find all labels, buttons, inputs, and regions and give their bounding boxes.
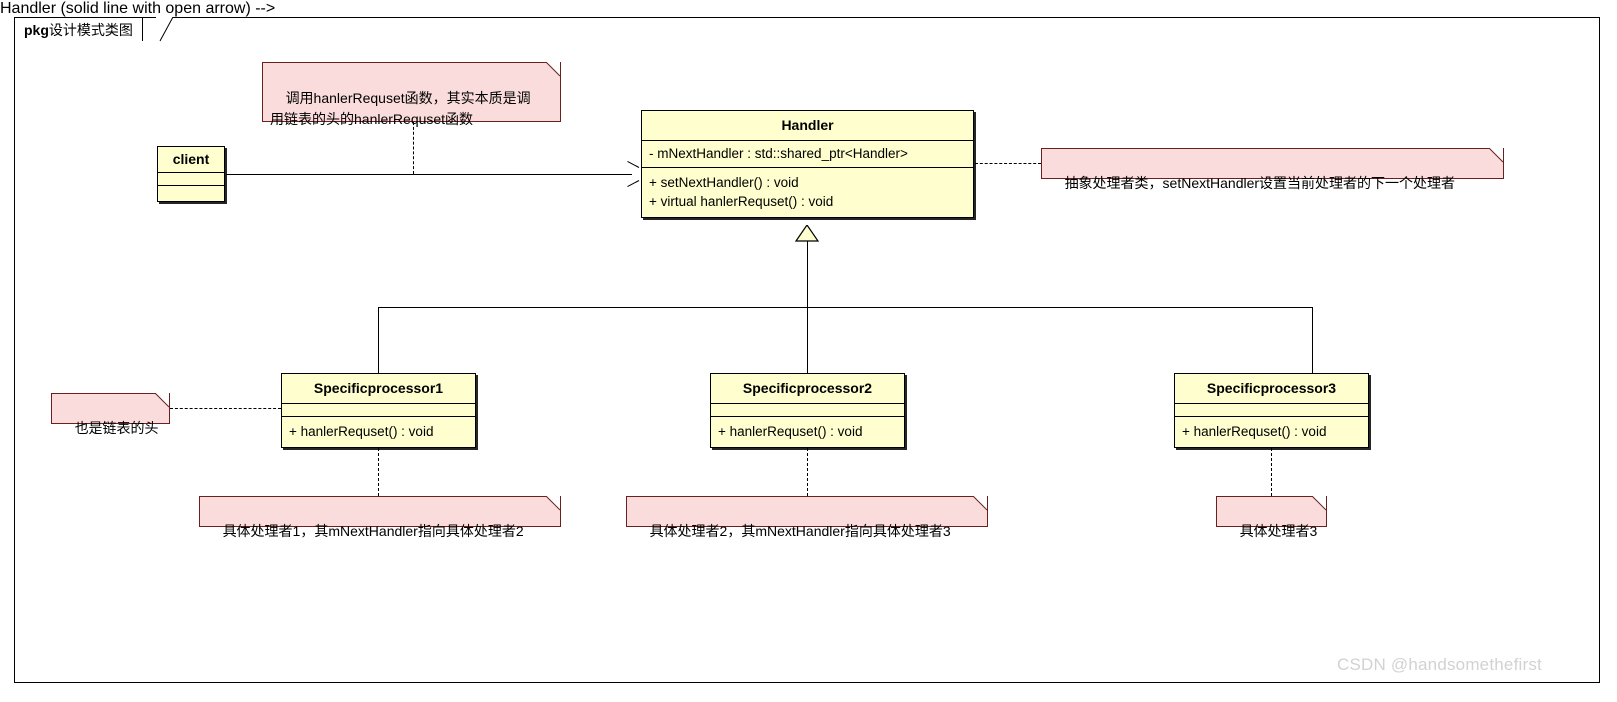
note-fold-icon <box>546 496 561 511</box>
class-method-row: + hanlerRequset() : void <box>1182 424 1327 439</box>
note-processor1-left-text: 也是链表的头 <box>74 420 159 436</box>
note-handler-text: 抽象处理者类，setNextHandler设置当前处理者的下一个处理者 <box>1064 175 1456 191</box>
class-title-handler: Handler <box>642 111 973 141</box>
note-processor2: 具体处理者2，其mNextHandler指向具体处理者3 <box>626 496 988 539</box>
class-box-specificprocessor2[interactable]: Specificprocessor2 + hanlerRequset() : v… <box>710 373 905 448</box>
class-attributes-specificprocessor3 <box>1175 404 1368 417</box>
package-tab: pkg设计模式类图 <box>14 17 143 41</box>
class-methods-specificprocessor2: + hanlerRequset() : void <box>711 417 904 447</box>
class-methods-handler: + setNextHandler() : void + virtual hanl… <box>642 168 973 217</box>
class-attributes-client <box>158 173 224 186</box>
generalization-arrowhead <box>795 225 820 242</box>
package-keyword: pkg <box>24 22 49 38</box>
watermark: CSDN @handsomethefirst <box>1337 655 1542 674</box>
class-methods-client <box>158 186 224 198</box>
note-processor1: 具体处理者1，其mNextHandler指向具体处理者2 <box>199 496 561 539</box>
class-box-specificprocessor3[interactable]: Specificprocessor3 + hanlerRequset() : v… <box>1174 373 1369 448</box>
class-method-row: + hanlerRequset() : void <box>289 424 434 439</box>
class-title-specificprocessor2: Specificprocessor2 <box>711 374 904 404</box>
class-title-specificprocessor3: Specificprocessor3 <box>1175 374 1368 404</box>
package-tab-slant <box>156 17 174 42</box>
note-processor2-text: 具体处理者2，其mNextHandler指向具体处理者3 <box>649 523 951 539</box>
note-fold-icon <box>1489 148 1504 163</box>
note-fold-icon <box>155 393 170 408</box>
generalization-drop-1 <box>378 307 379 373</box>
class-methods-specificprocessor3: + hanlerRequset() : void <box>1175 417 1368 447</box>
note-fold-icon <box>973 496 988 511</box>
generalization-drop-3 <box>1312 307 1313 373</box>
connector-client-note-anchor <box>413 122 414 174</box>
arrowhead-client-to-handler <box>626 167 638 181</box>
class-attribute-row: - mNextHandler : std::shared_ptr<Handler… <box>649 146 908 161</box>
class-box-client[interactable]: client <box>157 146 225 202</box>
connector-processor1-note-anchor <box>378 448 379 496</box>
connector-client-to-handler <box>226 174 632 175</box>
connector-left-note-anchor <box>170 408 281 409</box>
class-box-specificprocessor1[interactable]: Specificprocessor1 + hanlerRequset() : v… <box>281 373 476 448</box>
class-method-row: + hanlerRequset() : void <box>718 424 863 439</box>
class-title-client: client <box>158 147 224 173</box>
class-title-specificprocessor1: Specificprocessor1 <box>282 374 475 404</box>
generalization-bus <box>378 307 1313 308</box>
connector-handler-note-anchor <box>975 163 1041 164</box>
note-processor3-text: 具体处理者3 <box>1239 523 1318 539</box>
class-method-row: + virtual hanlerRequset() : void <box>649 194 834 209</box>
note-handler: 抽象处理者类，setNextHandler设置当前处理者的下一个处理者 <box>1041 148 1504 191</box>
note-processor1-text: 具体处理者1，其mNextHandler指向具体处理者2 <box>222 523 524 539</box>
note-fold-icon <box>1312 496 1327 511</box>
note-processor1-left: 也是链表的头 <box>51 393 170 436</box>
note-processor3: 具体处理者3 <box>1216 496 1327 539</box>
class-methods-specificprocessor1: + hanlerRequset() : void <box>282 417 475 447</box>
connector-processor3-note-anchor <box>1271 448 1272 496</box>
class-attributes-handler: - mNextHandler : std::shared_ptr<Handler… <box>642 141 973 168</box>
note-client: 调用hanlerRequset函数，其实本质是调 用链表的头的hanlerReq… <box>262 62 561 127</box>
class-method-row: + setNextHandler() : void <box>649 175 799 190</box>
note-fold-icon <box>546 62 561 77</box>
class-attributes-specificprocessor1 <box>282 404 475 417</box>
generalization-stem <box>807 241 808 308</box>
note-client-text: 调用hanlerRequset函数，其实本质是调 用链表的头的hanlerReq… <box>270 90 531 127</box>
generalization-drop-2 <box>807 307 808 373</box>
connector-processor2-note-anchor <box>807 448 808 496</box>
class-box-handler[interactable]: Handler - mNextHandler : std::shared_ptr… <box>641 110 974 218</box>
class-attributes-specificprocessor2 <box>711 404 904 417</box>
package-name: 设计模式类图 <box>48 22 133 38</box>
package-frame <box>14 17 1600 683</box>
